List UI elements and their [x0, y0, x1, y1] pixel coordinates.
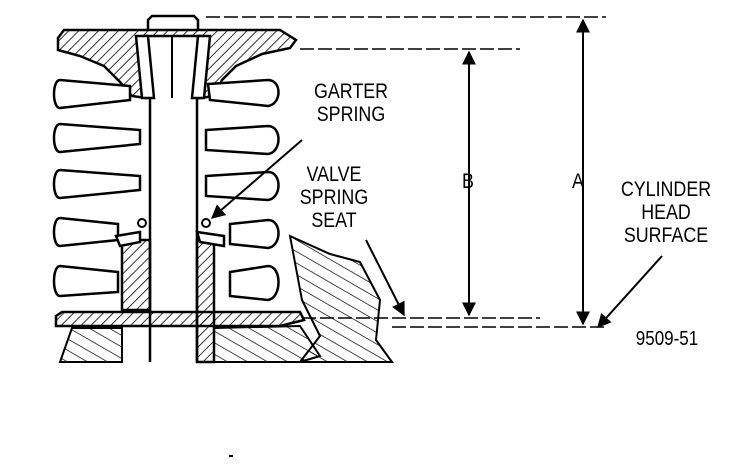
valve-spring-seat-label-line1: VALVE — [306, 163, 362, 186]
figure-number: 9509-51 — [635, 328, 699, 350]
valve-spring-seat-leader-arrow — [365, 239, 405, 317]
dimension-b-label: B — [462, 170, 474, 193]
cylinder-head-surface-leader-arrow — [597, 255, 663, 329]
garter-spring-label: GARTER SPRING — [304, 80, 398, 126]
garter-spring-label-line1: GARTER — [313, 80, 389, 103]
cylinder-head-surface-label-line2: HEAD — [641, 201, 691, 224]
cylinder-head-surface-label: CYLINDER HEAD SURFACE — [607, 178, 726, 247]
dimension-reference-lines — [206, 16, 606, 328]
valve-spring-left-coils — [52, 78, 142, 298]
valve-spring-seat-label: VALVE SPRING SEAT — [292, 163, 377, 232]
valve-stem-tip — [146, 14, 200, 30]
garter-spring-leader-arrow — [210, 139, 303, 219]
cylinder-head-surface-label-line3: SURFACE — [623, 224, 709, 247]
garter-spring-label-line2: SPRING — [316, 103, 386, 126]
valve-spring-seat-label-line2: SPRING — [299, 186, 369, 209]
garter-spring-ring — [201, 218, 211, 228]
cylinder-head-section — [58, 234, 394, 363]
valve-spring-seat — [54, 310, 306, 328]
dimension-a-label: A — [572, 170, 584, 193]
valve-stem-seal — [114, 218, 226, 364]
valve-spring-seat-label-line3: SEAT — [311, 209, 357, 232]
spring-retainer — [56, 28, 298, 100]
valve-spring-right-coils — [204, 78, 280, 302]
cylinder-head-surface-label-line1: CYLINDER — [620, 178, 712, 201]
